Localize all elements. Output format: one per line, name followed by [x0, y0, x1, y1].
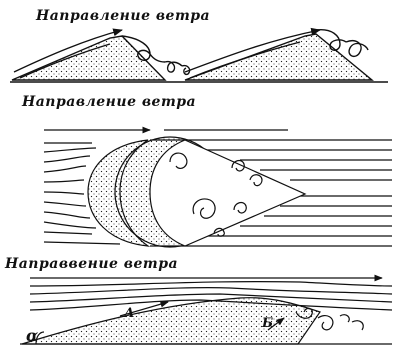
- label-a: А: [124, 306, 135, 321]
- dune-3: [22, 298, 320, 344]
- eddy-1b: [165, 62, 182, 72]
- label-alpha: α: [26, 326, 38, 345]
- panel-3-cross-section: [20, 278, 392, 344]
- panel-2-barchan-plan: [44, 130, 392, 247]
- label-b: Б: [262, 316, 273, 331]
- eddy-2b: [346, 41, 368, 57]
- barchan-lee-cone: [150, 140, 305, 246]
- panel-1-dune-profiles: [10, 30, 388, 82]
